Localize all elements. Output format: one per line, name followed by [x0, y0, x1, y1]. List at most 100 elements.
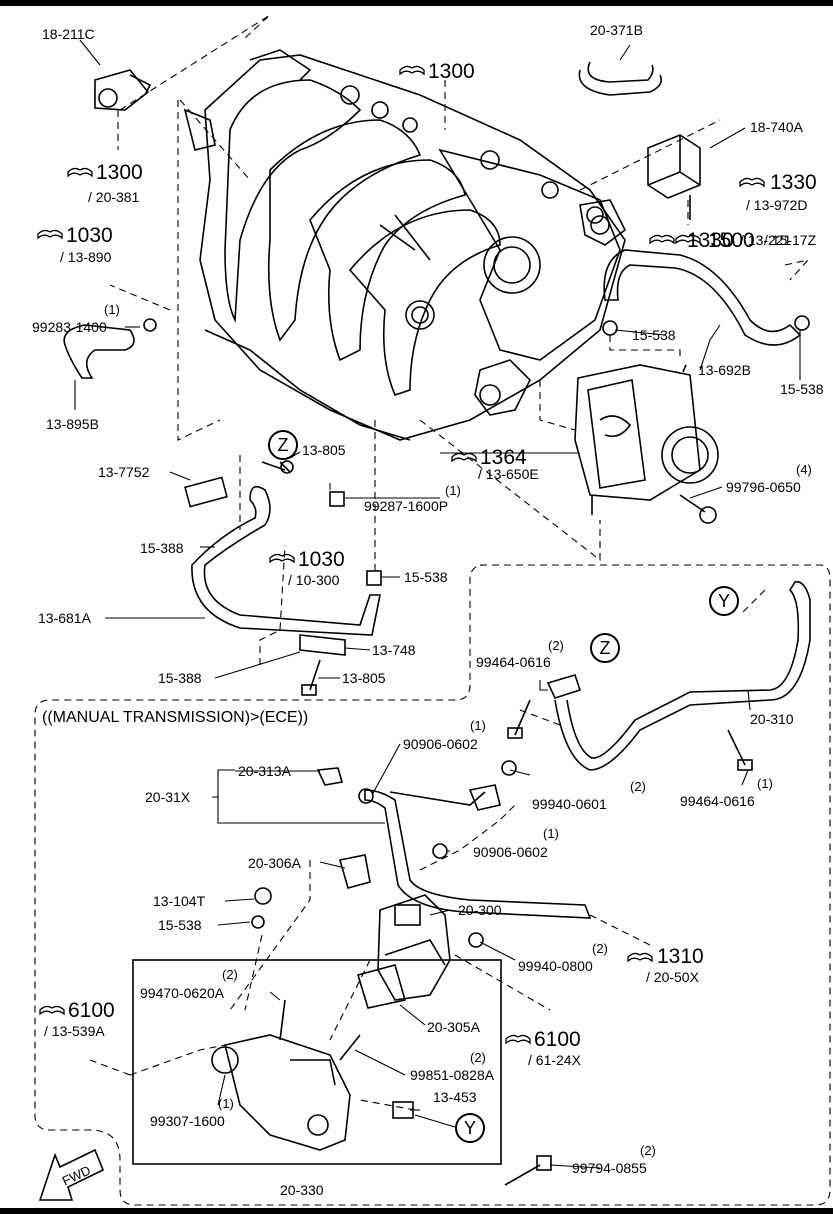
egr-pipe-20-31X-drawing	[364, 789, 592, 919]
qty-99307-1600: (1)	[218, 1096, 234, 1111]
throttle-body-drawing	[574, 364, 719, 515]
label-99464-0616-a: 99464-0616	[476, 654, 551, 670]
label-13-104T: 13-104T	[153, 893, 206, 909]
clamp-15-538-d	[251, 915, 265, 929]
hose-20-371B-drawing	[578, 61, 663, 96]
bolt-99796-0650	[679, 494, 706, 513]
hose-13-681A-drawing	[191, 485, 381, 636]
nut-90906-0602-b	[432, 843, 448, 859]
label-18-740A: 18-740A	[750, 119, 803, 135]
label-15-538-d: 15-538	[158, 917, 202, 933]
label-13-692B: 13-692B	[698, 362, 751, 378]
ref-1030-left: 1030	[66, 224, 113, 247]
marker-z-lower: Z	[590, 633, 620, 663]
label-99283-1400: 99283-1400	[32, 319, 107, 335]
label-20-330: 20-330	[280, 1182, 324, 1198]
qty-99796-0650: (4)	[796, 462, 812, 477]
label-20-31X: 20-31X	[145, 789, 191, 805]
marker-y-lower-text: Y	[463, 1117, 476, 1138]
intake-manifold-drawing	[183, 49, 627, 441]
marker-y-lower: Y	[455, 1113, 485, 1143]
ref-1500: 1500	[708, 229, 755, 252]
label-20-371B: 20-371B	[590, 22, 643, 38]
adapter-group-box	[132, 959, 502, 1165]
cap-13-104T	[254, 887, 272, 905]
label-13-7752: 13-7752	[98, 464, 150, 480]
clamp-15-538-a	[602, 320, 618, 336]
label-13-805-a: 13-805	[302, 442, 346, 458]
qty-90906-0602-a: (1)	[470, 718, 486, 733]
label-90906-0602-a: 90906-0602	[403, 736, 478, 752]
ref-1310: 1310	[657, 945, 704, 968]
sensor-18-211C-drawing	[94, 69, 152, 111]
label-99287-1600P: 99287-1600P	[364, 498, 449, 514]
bolt-13-805-upper	[261, 461, 291, 473]
bottom-border	[0, 1208, 833, 1214]
nut-99940-0800	[468, 932, 484, 948]
label-13-453: 13-453	[433, 1089, 477, 1105]
label-99794-0855: 99794-0855	[572, 1160, 647, 1176]
egr-pipe-20-310-drawing	[554, 581, 811, 771]
stud-99851-0828A	[339, 1034, 361, 1061]
marker-y-upper-text: Y	[717, 590, 730, 611]
label-13-805-b: 13-805	[342, 670, 386, 686]
egr-valve-20-300-drawing	[377, 894, 451, 1001]
qty-99287-1600P: (1)	[445, 483, 461, 498]
label-15-538-a: 15-538	[632, 327, 676, 343]
ref-1300-left: 1300	[96, 161, 143, 184]
qty-99283-1400: (1)	[104, 302, 120, 317]
label-99940-0601: 99940-0601	[532, 796, 607, 812]
clamp-15-538-b	[794, 315, 810, 331]
qty-90906-0602-b: (1)	[543, 826, 559, 841]
marker-y-upper: Y	[709, 586, 739, 616]
label-15-17Z: / 15-17Z	[764, 232, 817, 248]
label-15-538-b: 15-538	[780, 381, 824, 397]
label-20-300: 20-300	[458, 902, 502, 918]
marker-z-upper-text: Z	[277, 434, 289, 455]
label-10-300: / 10-300	[288, 572, 340, 588]
label-99851-0828A: 99851-0828A	[410, 1067, 495, 1083]
label-90906-0602-b: 90906-0602	[473, 844, 548, 860]
ref-1330-b: 1330	[687, 229, 734, 252]
label-99796-0650: 99796-0650	[726, 479, 801, 495]
adapter-20-330-drawing	[211, 1034, 351, 1151]
ref-1364: 1364	[480, 446, 527, 469]
label-99470-0620A: 99470-0620A	[140, 985, 225, 1001]
label-18-211C: 18-211C	[42, 26, 95, 42]
label-15-538-c: 15-538	[404, 569, 448, 585]
qty-99464-0616-a: (2)	[548, 638, 564, 653]
ref-1300-top: 1300	[428, 60, 475, 83]
qty-99464-0616-b: (1)	[757, 776, 773, 791]
fwd-arrow: FWD	[38, 1148, 105, 1201]
label-20-381: / 20-381	[88, 189, 140, 205]
qty-99851-0828A: (2)	[470, 1050, 486, 1065]
nut-90906-0602-a	[358, 788, 374, 804]
marker-z-upper: Z	[268, 430, 298, 460]
manual-transmission-note: ((MANUAL TRANSMISSION)>(ECE))	[42, 709, 309, 726]
nut-99940-0601	[501, 760, 517, 776]
bolt-99464-0616-b	[727, 729, 746, 766]
label-20-310: 20-310	[750, 711, 794, 727]
marker-z-lower-text: Z	[599, 637, 611, 658]
bolt-99464-0616-a	[514, 699, 531, 736]
label-15-388-b: 15-388	[158, 670, 202, 686]
ref-6100-mid: 6100	[534, 1028, 581, 1051]
label-13-681A: 13-681A	[38, 610, 91, 626]
label-20-305A: 20-305A	[427, 1019, 480, 1035]
bracket-20-313A	[316, 767, 344, 786]
label-13-539A: / 13-539A	[44, 1023, 105, 1039]
label-99940-0800: 99940-0800	[518, 958, 593, 974]
label-13-748: 13-748	[372, 642, 416, 658]
gasket-20-306A-drawing	[338, 854, 371, 889]
qty-99794-0855: (2)	[640, 1143, 656, 1158]
hose-13-895B-drawing	[63, 324, 135, 379]
label-20-306A: 20-306A	[248, 855, 301, 871]
ref-1030-mid: 1030	[298, 548, 345, 571]
label-99464-0616-b: 99464-0616	[680, 793, 755, 809]
bolt-99794-0855	[504, 1164, 541, 1186]
ref-1330-a: 1330	[770, 171, 817, 194]
label-99307-1600: 99307-1600	[150, 1113, 225, 1129]
label-13-972D: / 13-972D	[746, 197, 808, 213]
label-13-650E: / 13-650E	[478, 466, 539, 482]
label-13-895B: 13-895B	[46, 416, 99, 432]
